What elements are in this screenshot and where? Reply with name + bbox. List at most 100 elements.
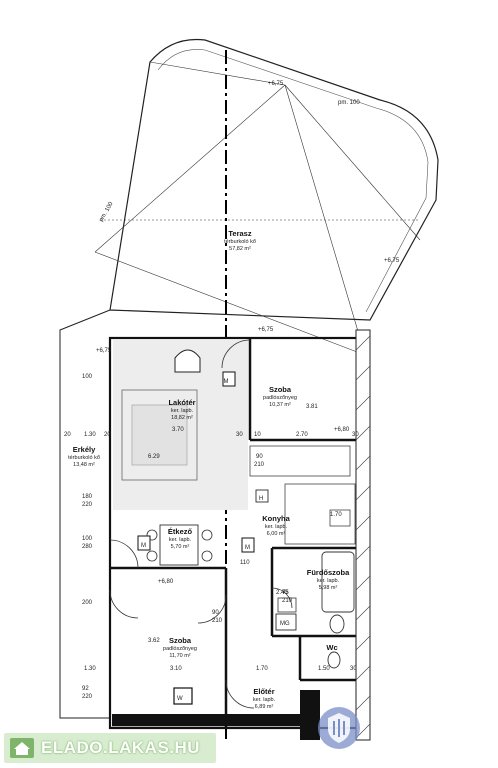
- house-icon: [9, 737, 35, 759]
- wc-toilet: [327, 651, 341, 669]
- dim-180: 180: [82, 494, 93, 500]
- w-label: W: [177, 696, 183, 702]
- bedroom1-name: Szoba: [269, 385, 292, 394]
- dim-240: 2.40: [276, 590, 288, 596]
- h-label: H: [259, 496, 263, 502]
- label-pm100-top: pm. 100: [338, 100, 360, 106]
- dim-100a: 100: [82, 374, 93, 380]
- dim-220b: 220: [82, 694, 93, 700]
- balcony-area: 13,48 m²: [73, 462, 95, 468]
- bedroom2-area: 11,70 m²: [169, 653, 190, 659]
- balcony-finish: térburkoló kő: [68, 455, 100, 461]
- dim-130a: 1.30: [84, 432, 96, 438]
- dining-table: [159, 524, 199, 566]
- terrace-area: 57,82 m²: [229, 246, 251, 252]
- bedroom1-area: 10,37 m²: [269, 402, 291, 408]
- dim-629: 6.29: [148, 454, 160, 460]
- stair-block: [249, 445, 351, 477]
- dim-30c: 30: [350, 666, 357, 672]
- hall-finish: ker. lapb.: [253, 697, 276, 703]
- bathroom-area: 5,98 m²: [319, 585, 338, 591]
- shield-badge-icon: [318, 707, 360, 749]
- level-left: +6,75: [96, 348, 112, 354]
- dim-100b: 100: [82, 536, 93, 542]
- m-label-2: M: [141, 543, 146, 549]
- toilet: [329, 614, 345, 634]
- dim-10a: 10: [254, 432, 261, 438]
- dim-170a: 1.70: [330, 512, 342, 518]
- dim-270: 2.70: [296, 432, 308, 438]
- dim-92: 92: [82, 686, 89, 692]
- living-room-finish: ker. lapb.: [171, 408, 194, 414]
- hall-area: 6,89 m²: [255, 704, 274, 710]
- badge-letter: A: [306, 732, 314, 743]
- dim-20a: 20: [64, 432, 71, 438]
- dim-280: 280: [82, 544, 93, 550]
- dim-30b: 30: [352, 432, 359, 438]
- m-box-2: [137, 535, 151, 551]
- m-label-1: M: [224, 379, 229, 385]
- entry-black-slab: [112, 714, 300, 726]
- terrace-finish: térburkoló kő: [224, 239, 256, 245]
- living-room-counter: [121, 389, 198, 481]
- h-box: [255, 489, 269, 503]
- mg-box: [275, 613, 297, 631]
- w-box: [173, 687, 193, 705]
- watermark-text: ELADO.LAKAS.HU: [41, 738, 201, 757]
- kitchen-finish: ker. lapb.: [265, 524, 288, 530]
- dim-210c: 210: [282, 598, 293, 604]
- dim-30a: 30: [236, 432, 243, 438]
- dim-220a: 220: [82, 502, 93, 508]
- doors: [109, 339, 293, 709]
- dim-130b: 1.30: [84, 666, 96, 672]
- level-mid: +6,75: [258, 327, 274, 333]
- dining-finish: ker. lapb.: [169, 537, 192, 543]
- terrace-inner-outline: [157, 49, 429, 313]
- terrace-outline: [109, 38, 439, 321]
- bathroom-finish: ker. lapb.: [317, 578, 340, 584]
- watermark: ELADO.LAKAS.HU: [4, 733, 216, 763]
- kitchen-sink: [329, 509, 351, 527]
- dining-name: Étkező: [168, 527, 193, 536]
- dim-90a: 90: [256, 454, 263, 460]
- dining-area: 5,70 m²: [171, 544, 190, 550]
- bedroom2-finish: padlószőnyeg: [163, 646, 197, 652]
- level-etkezo: +6,80: [158, 579, 174, 585]
- washbasin: [277, 597, 297, 613]
- bathtub: [321, 551, 355, 613]
- entry-black-stair: [300, 690, 320, 740]
- dim-110: 110: [240, 560, 250, 566]
- dim-370: 3.70: [172, 427, 184, 433]
- level-szoba: +6,80: [334, 427, 350, 433]
- living-room-name: Lakótér: [168, 398, 195, 407]
- kitchen-name: Konyha: [262, 514, 290, 523]
- dim-20b: 20: [104, 432, 111, 438]
- left-wall: [59, 309, 111, 719]
- dim-75: 75: [282, 590, 289, 596]
- level-top: +6,75: [268, 81, 284, 87]
- right-wall-hatch: [355, 329, 371, 741]
- right-wall-hatch-lines: [355, 335, 371, 739]
- kitchen-area: 6,00 m²: [267, 531, 286, 537]
- fireplace: [174, 349, 201, 373]
- dim-310: 3.10: [170, 666, 182, 672]
- dim-210a: 210: [254, 462, 265, 468]
- living-room-area: 18,82 m²: [171, 415, 193, 421]
- dim-90b: 90: [212, 610, 219, 616]
- balcony-name: Erkély: [73, 445, 96, 454]
- terrace-name: Terasz: [228, 229, 251, 238]
- dining-chairs: [146, 529, 213, 562]
- dim-210b: 210: [212, 618, 223, 624]
- kitchen-counter: [284, 483, 356, 545]
- m-box-1: [222, 371, 236, 387]
- terrace-slope-lines: [94, 61, 421, 356]
- dim-150: 1.50: [318, 666, 330, 672]
- bedroom2-name: Szoba: [169, 636, 192, 645]
- living-room-table: [131, 404, 188, 466]
- dim-362: 3.62: [148, 638, 160, 644]
- level-right: +6,75: [384, 258, 400, 264]
- dim-200: 200: [82, 600, 93, 606]
- dim-381: 3.81: [306, 404, 318, 410]
- m-box-3: [241, 537, 255, 553]
